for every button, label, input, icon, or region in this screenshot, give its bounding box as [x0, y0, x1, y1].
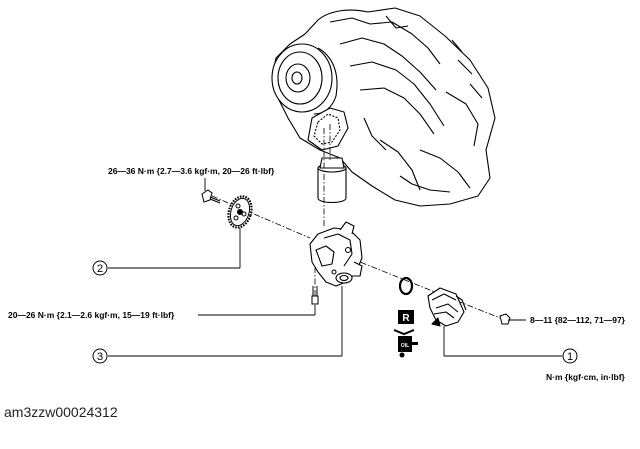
center-lines	[211, 124, 501, 319]
leader-lines	[108, 178, 562, 357]
oil-badge-text: OIL	[401, 343, 409, 349]
callout-2-number: 2	[97, 263, 103, 275]
callout-1: 1	[562, 348, 578, 364]
pump-bolt	[311, 286, 319, 305]
replace-badge-letter: R	[402, 313, 410, 324]
figure-id: am3zzw00024312	[4, 404, 118, 420]
oil-pump	[309, 221, 363, 287]
oil-pump-sprocket	[227, 195, 253, 229]
unit-legend-label: N·m {kgf·cm, in·lbf}	[546, 372, 626, 382]
callout-2: 2	[92, 260, 108, 276]
o-ring	[398, 276, 414, 296]
replace-part-icon: R	[398, 310, 414, 324]
torque-pump-bolt-label: 20—26 N·m {2.1—2.6 kgf·m, 15—19 ft·lbf}	[8, 310, 175, 320]
callout-3: 3	[92, 348, 108, 364]
torque-strainer-bolt-label: 8—11 {82—112, 71—97}	[530, 315, 626, 325]
strainer-bolt	[499, 313, 526, 325]
callout-1-number: 1	[567, 351, 573, 363]
engine-block	[271, 7, 496, 207]
callout-3-number: 3	[97, 351, 103, 363]
oil-strainer	[427, 287, 467, 327]
apply-oil-icon: OIL	[393, 329, 418, 358]
sprocket-bolt	[201, 189, 221, 204]
torque-sprocket-bolt-label: 26—36 N·m {2.7—3.6 kgf·m, 20—26 ft·lbf}	[108, 166, 275, 176]
